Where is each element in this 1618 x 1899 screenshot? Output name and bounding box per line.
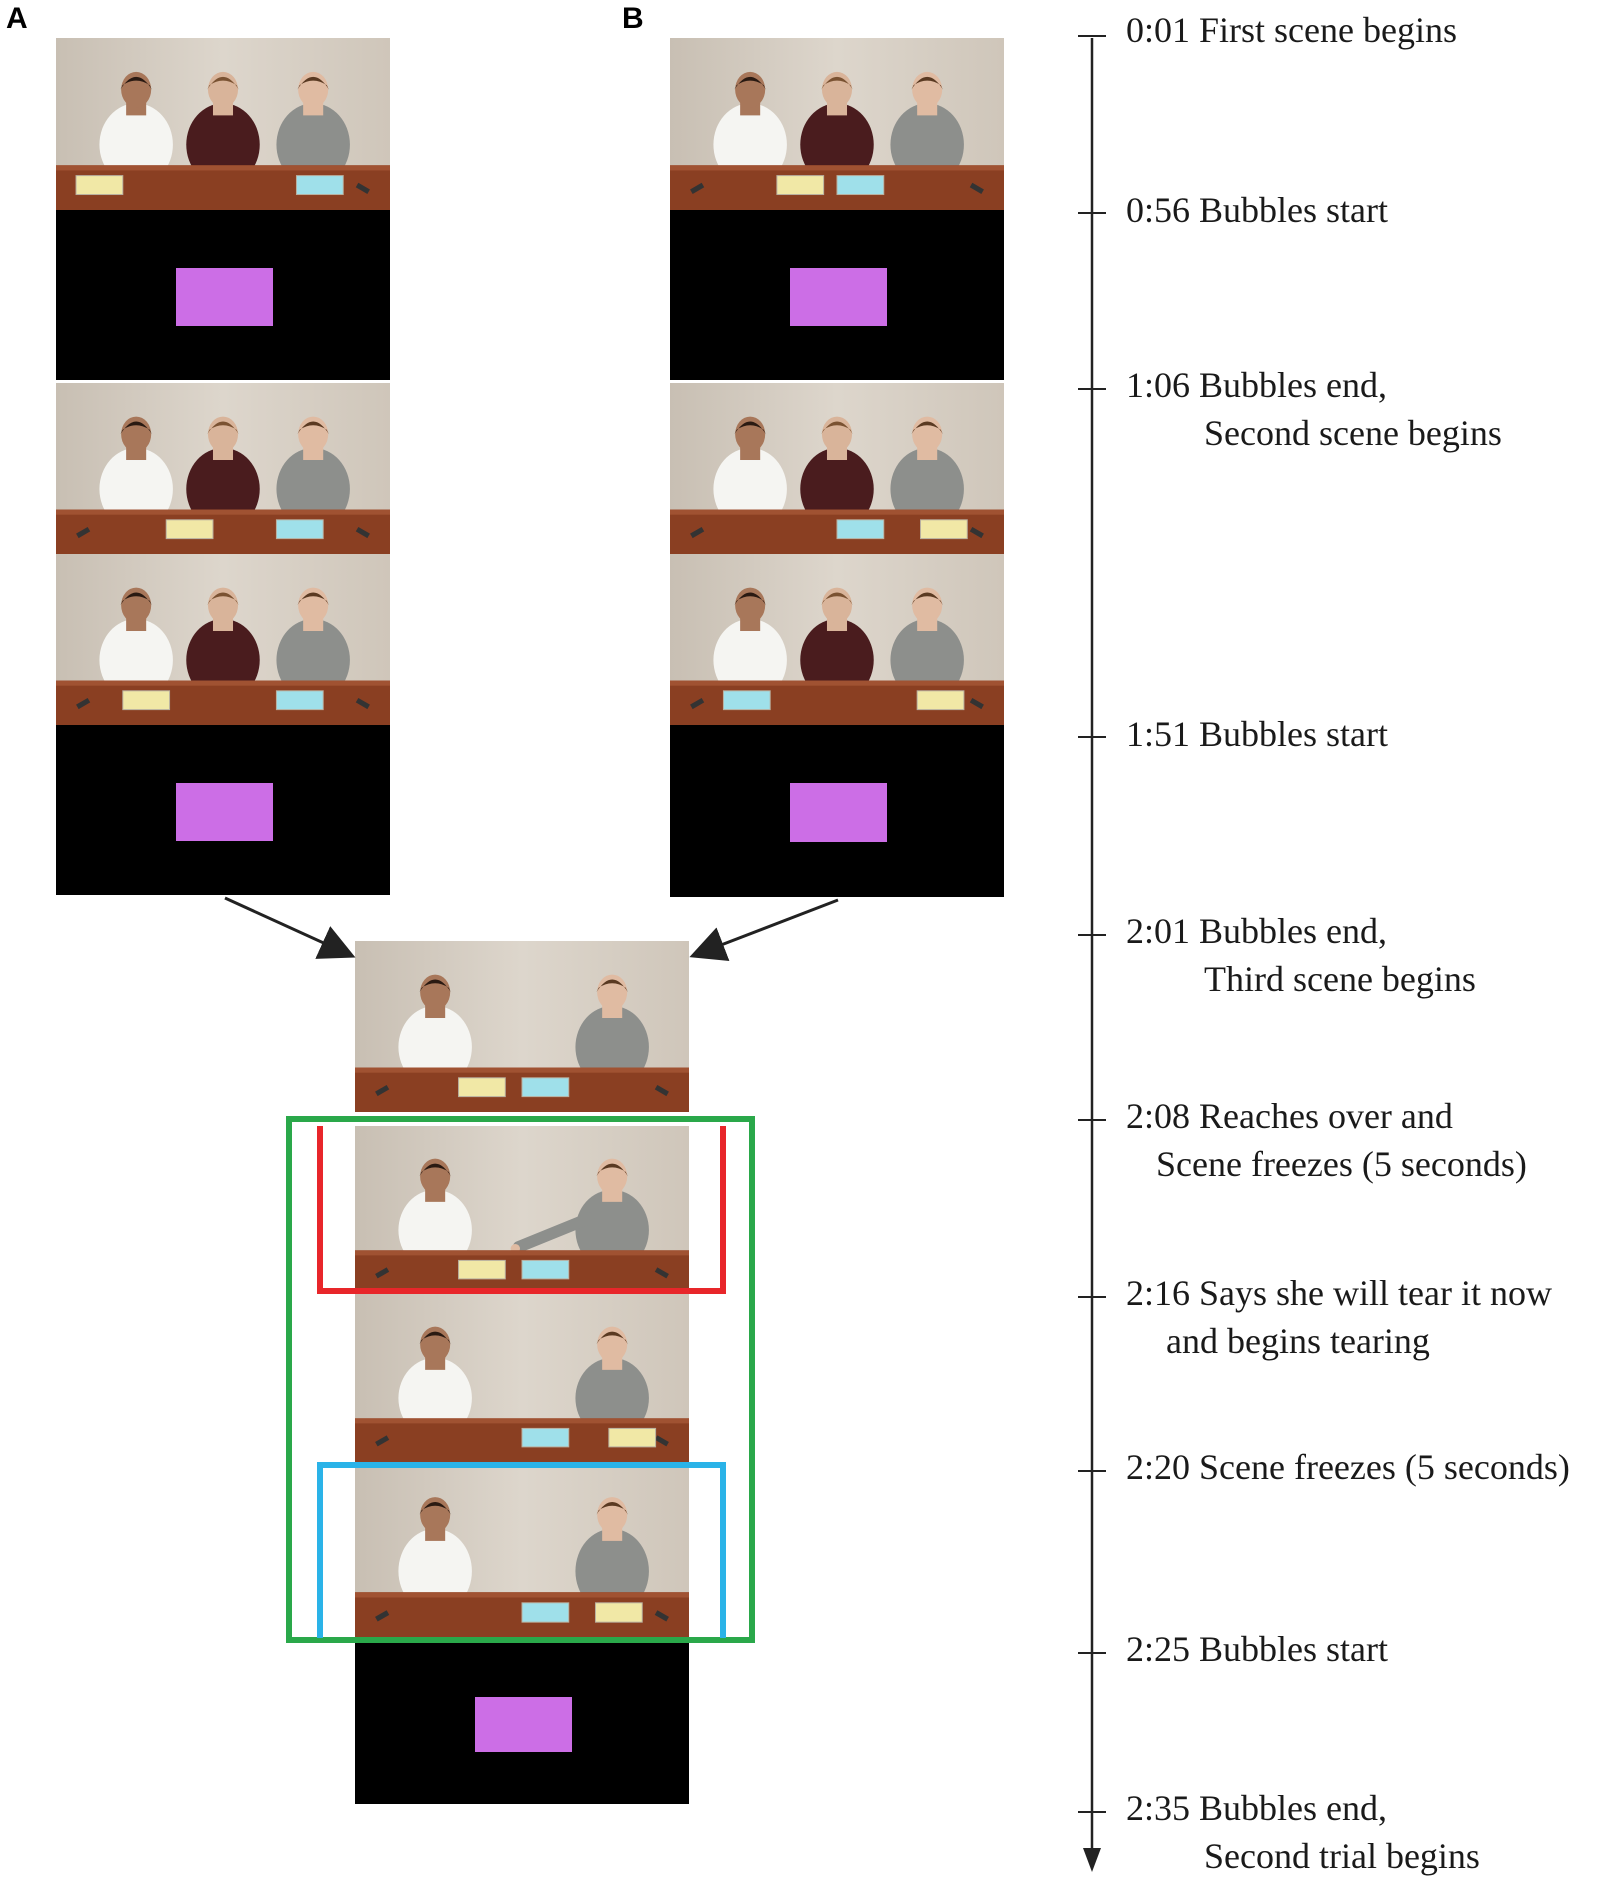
person-figure [398,1158,472,1271]
event-time: 0:01 [1126,10,1191,50]
event-time: 0:56 [1126,190,1191,230]
blue-highlight-box [317,1462,726,1638]
panel-label-a: A [6,2,28,35]
timeline-arrowhead [1083,1848,1101,1872]
timeline-tick [1078,736,1106,738]
event-text: Bubbles start [1199,190,1388,230]
timeline-event: 2:08 Reaches over and Scene freezes (5 s… [1126,1092,1527,1188]
person-figure [800,416,874,531]
event-text: Bubbles start [1199,714,1388,754]
event-time: 2:35 [1126,1788,1191,1828]
video-frame-scene [56,38,390,210]
event-text-line2: Third scene begins [1204,959,1476,999]
timeline-tick [1078,388,1106,390]
video-frame-scene [355,1294,689,1462]
timeline-event: 2:35 Bubbles end, Second trial begins [1126,1784,1480,1880]
event-text: Says she will tear it now [1199,1273,1552,1313]
event-text-line2: Second scene begins [1204,413,1502,453]
person-figure [398,1326,472,1439]
event-text-line2: Scene freezes (5 seconds) [1156,1144,1527,1184]
timeline-event: 2:16 Says she will tear it now and begin… [1126,1269,1552,1365]
timeline-tick [1078,1811,1106,1813]
timeline-event: 2:01 Bubbles end, Third scene begins [1126,907,1476,1003]
timeline-tick [1078,934,1106,936]
timeline-event: 1:06 Bubbles end, Second scene begins [1126,361,1502,457]
event-text-line2: Second trial begins [1204,1836,1480,1876]
person-figure [276,416,350,531]
event-text: Reaches over and [1199,1096,1453,1136]
video-frame-scene [670,38,1004,210]
person-figure [186,587,260,702]
video-frame-scene [355,941,689,1112]
timeline-tick [1078,1652,1106,1654]
person-figure [890,416,964,531]
event-time: 2:08 [1126,1096,1191,1136]
person-figure [276,587,350,702]
video-frame-scene [56,383,390,554]
event-time: 2:25 [1126,1629,1191,1669]
video-frame-scene [355,1462,689,1638]
red-highlight-box [317,1126,726,1294]
timeline-event: 0:01 First scene begins [1126,6,1457,54]
bubbles-stimulus [790,267,888,326]
timeline-event: 1:51 Bubbles start [1126,710,1388,758]
timeline-event: 2:20 Scene freezes (5 seconds) [1126,1443,1570,1491]
bubbles-stimulus [176,267,274,326]
timeline-tick [1078,1119,1106,1121]
event-text: Bubbles end, [1199,911,1387,951]
person-figure [575,1497,649,1614]
person-figure [398,1497,472,1614]
event-time: 1:06 [1126,365,1191,405]
person-figure [713,416,787,531]
person-figure [713,587,787,702]
event-text: Bubbles start [1199,1629,1388,1669]
green-highlight-box [286,1116,755,1643]
video-frame-scene [670,554,1004,725]
event-text: Bubbles end, [1199,1788,1387,1828]
arrow-b-to-shared [689,898,839,962]
bubbles-screen [355,1642,689,1804]
video-frame-scene [670,383,1004,554]
event-time: 2:01 [1126,911,1191,951]
event-time: 1:51 [1126,714,1191,754]
arrow-a-to-shared [224,896,356,959]
timeline-tick [1078,1296,1106,1298]
person-figure [800,587,874,702]
person-figure [890,587,964,702]
timeline-tick [1078,212,1106,214]
timeline-tick [1078,1470,1106,1472]
panel-label-b: B [622,2,644,35]
timeline-tick [1078,35,1106,37]
event-time: 2:16 [1126,1273,1191,1313]
event-time: 2:20 [1126,1447,1191,1487]
video-frame-scene [355,1126,689,1294]
person-figure [186,416,260,531]
person-figure [575,1326,649,1439]
bubbles-screen [670,725,1004,897]
event-text: Bubbles end, [1199,365,1387,405]
bubbles-stimulus [790,783,888,842]
event-text: First scene begins [1199,10,1457,50]
event-text-line2: and begins tearing [1166,1321,1430,1361]
person-figure [510,1158,649,1271]
bubbles-screen [56,210,390,380]
person-figure [99,587,173,702]
bubbles-screen [670,210,1004,380]
event-text: Scene freezes (5 seconds) [1199,1447,1570,1487]
timeline-event: 0:56 Bubbles start [1126,186,1388,234]
bubbles-stimulus [475,1697,573,1753]
video-frame-scene [56,554,390,725]
bubbles-stimulus [176,782,274,841]
timeline-event: 2:25 Bubbles start [1126,1625,1388,1673]
person-figure [99,416,173,531]
bubbles-screen [56,725,390,895]
